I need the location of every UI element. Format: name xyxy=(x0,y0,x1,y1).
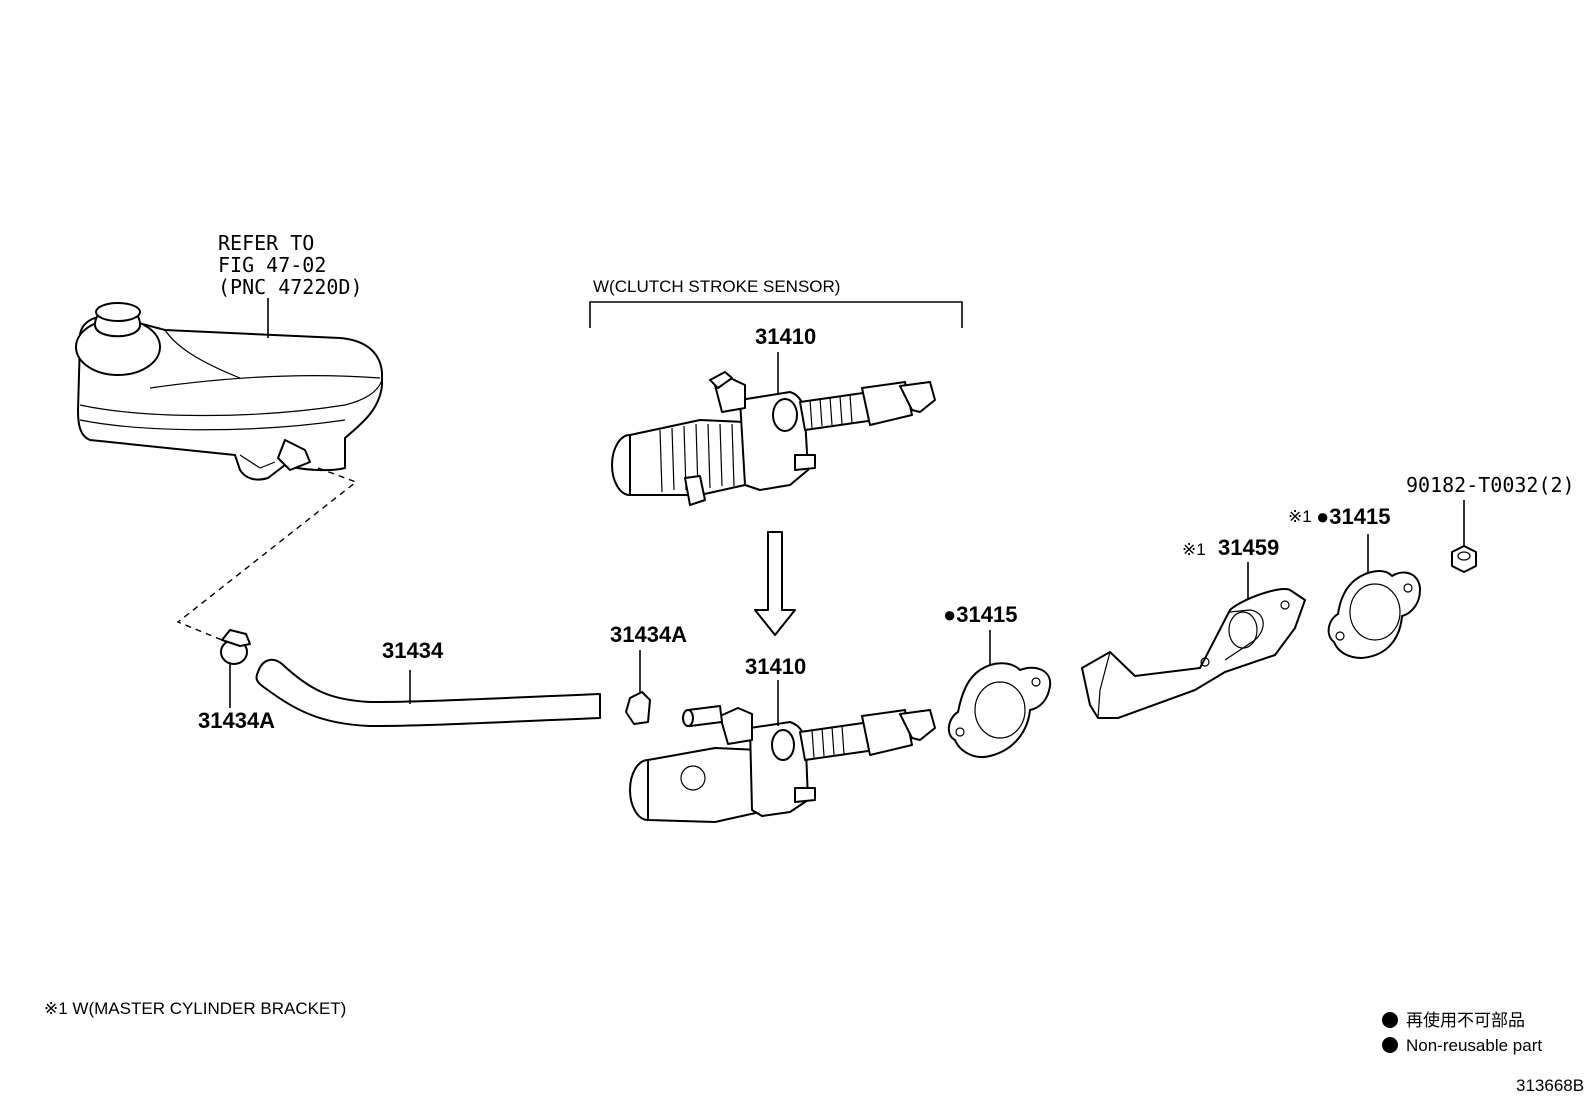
clamp-right: 31434A xyxy=(610,622,687,725)
part-label-31415-rear: ●31415 xyxy=(1316,504,1390,529)
down-arrow xyxy=(754,531,796,636)
reservoir-note: REFER TO FIG 47-02 (PNC 47220D) xyxy=(218,231,363,338)
part-label-31434A-left: 31434A xyxy=(198,708,275,733)
master-cylinder-lower: 31410 xyxy=(629,654,936,823)
figure-code: 313668B xyxy=(1516,1076,1584,1095)
legend: 再使用不可部品 Non-reusable part xyxy=(1382,1010,1542,1055)
part-label-31415-front: ●31415 xyxy=(943,602,1017,627)
reservoir-note-line-2: FIG 47-02 xyxy=(218,253,326,277)
legend-dot-icon xyxy=(1382,1037,1398,1053)
gasket-front: ●31415 xyxy=(943,602,1052,758)
gasket-rear: ※1 ●31415 xyxy=(1288,504,1421,659)
footnote-bracket: ※1 W(MASTER CYLINDER BRACKET) xyxy=(44,999,346,1018)
legend-jp: 再使用不可部品 xyxy=(1406,1010,1525,1030)
nonreusable-dot: ● xyxy=(943,602,956,627)
part-label-31459: 31459 xyxy=(1218,535,1279,560)
sensor-group: W(CLUTCH STROKE SENSOR) xyxy=(589,277,963,328)
part-label-31410-lower: 31410 xyxy=(745,654,806,679)
note-marker-gasket-rear: ※1 xyxy=(1288,507,1312,526)
part-label-31434A-right: 31434A xyxy=(610,622,687,647)
legend-dot-icon xyxy=(1382,1012,1398,1028)
hose: 31434 xyxy=(255,638,601,727)
reservoir-tank xyxy=(75,302,383,481)
clamp-left: 31434A xyxy=(198,629,275,733)
legend-en: Non-reusable part xyxy=(1406,1036,1542,1055)
part-label-31415-rear-number: 31415 xyxy=(1329,504,1390,529)
note-marker-bracket: ※1 xyxy=(1182,540,1206,559)
part-label-31410-upper: 31410 xyxy=(755,324,816,349)
part-label-90182-T0032: 90182-T0032(2) xyxy=(1406,473,1575,497)
dashed-connection-line xyxy=(176,467,358,641)
nut: 90182-T0032(2) xyxy=(1406,473,1575,573)
reservoir-note-line-3: (PNC 47220D) xyxy=(218,275,363,299)
bracket: ※1 31459 xyxy=(1081,535,1306,719)
sensor-group-label: W(CLUTCH STROKE SENSOR) xyxy=(593,277,840,296)
part-label-31434: 31434 xyxy=(382,638,444,663)
part-label-31415-front-number: 31415 xyxy=(956,602,1017,627)
reservoir-note-line-1: REFER TO xyxy=(218,231,314,255)
nonreusable-dot: ● xyxy=(1316,504,1329,529)
master-cylinder-upper: 31410 xyxy=(611,324,936,506)
